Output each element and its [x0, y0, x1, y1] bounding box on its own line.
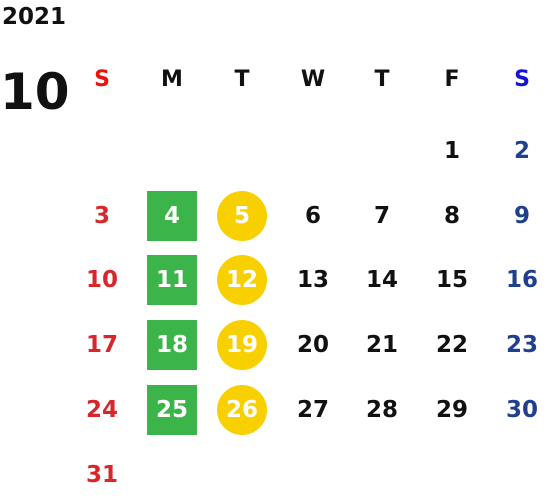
day-cell-20[interactable]: 20: [296, 332, 329, 358]
day-cell-6[interactable]: 6: [304, 203, 321, 229]
day-cell-15[interactable]: 15: [435, 267, 468, 293]
day-cell-31[interactable]: 31: [85, 462, 118, 488]
day-cell-11[interactable]: 11: [147, 255, 197, 305]
day-cell-7[interactable]: 7: [373, 203, 390, 229]
weekday-header-tue: T: [234, 67, 250, 92]
day-cell-9[interactable]: 9: [513, 203, 530, 229]
day-cell-29[interactable]: 29: [435, 397, 468, 423]
weekday-header-mon: M: [161, 67, 183, 92]
weekday-header-fri: F: [444, 67, 460, 92]
day-cell-25[interactable]: 25: [147, 385, 197, 435]
day-cell-22[interactable]: 22: [435, 332, 468, 358]
day-cell-27[interactable]: 27: [296, 397, 329, 423]
day-cell-17[interactable]: 17: [85, 332, 118, 358]
day-cell-12[interactable]: 12: [217, 255, 267, 305]
day-cell-14[interactable]: 14: [365, 267, 398, 293]
day-cell-13[interactable]: 13: [296, 267, 329, 293]
month-label: 10: [0, 63, 70, 121]
day-cell-21[interactable]: 21: [365, 332, 398, 358]
day-cell-26[interactable]: 26: [217, 385, 267, 435]
day-cell-4[interactable]: 4: [147, 191, 197, 241]
weekday-header-thu: T: [374, 67, 390, 92]
year-label: 2021: [2, 4, 67, 30]
day-cell-30[interactable]: 30: [505, 397, 538, 423]
day-cell-23[interactable]: 23: [505, 332, 538, 358]
weekday-header-wed: W: [300, 67, 326, 92]
day-cell-2[interactable]: 2: [513, 138, 530, 164]
weekday-header-sun: S: [94, 67, 110, 92]
day-cell-18[interactable]: 18: [147, 320, 197, 370]
day-cell-10[interactable]: 10: [85, 267, 118, 293]
day-cell-3[interactable]: 3: [93, 203, 110, 229]
day-cell-19[interactable]: 19: [217, 320, 267, 370]
day-cell-28[interactable]: 28: [365, 397, 398, 423]
day-cell-16[interactable]: 16: [505, 267, 538, 293]
day-cell-24[interactable]: 24: [85, 397, 118, 423]
weekday-header-sat: S: [514, 67, 530, 92]
day-cell-5[interactable]: 5: [217, 191, 267, 241]
day-cell-1[interactable]: 1: [443, 138, 460, 164]
day-cell-8[interactable]: 8: [443, 203, 460, 229]
